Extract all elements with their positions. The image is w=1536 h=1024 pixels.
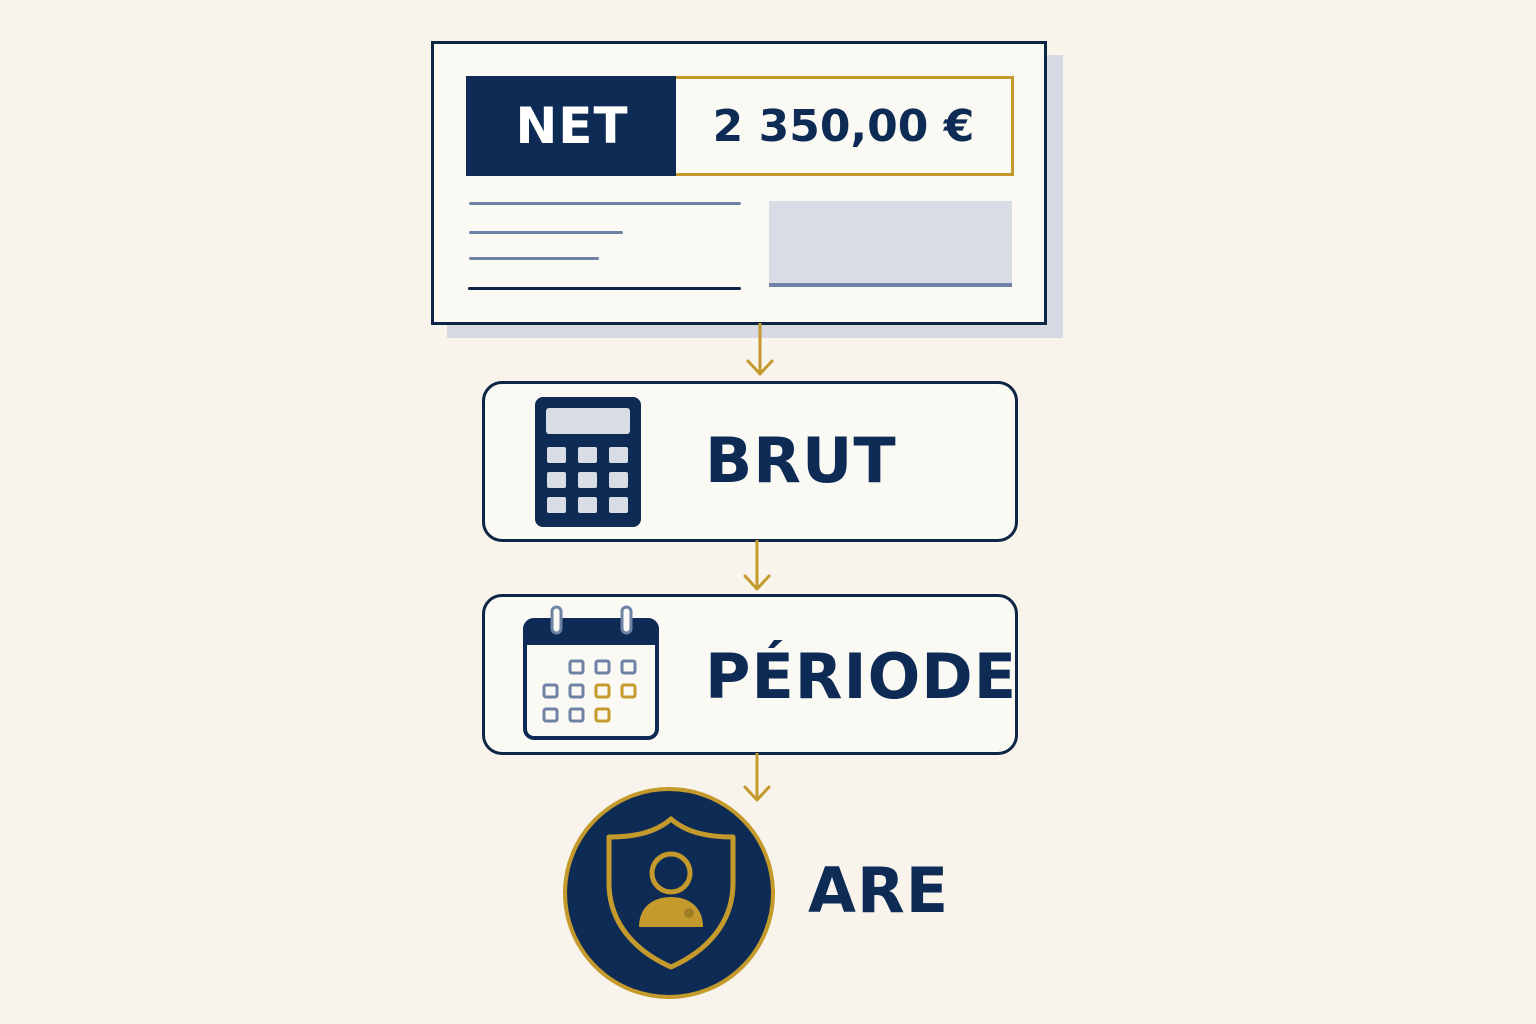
flow-arrow-2: [743, 540, 771, 591]
calculator-icon: [535, 397, 641, 527]
net-value: 2 350,00 €: [676, 76, 1014, 176]
flow-arrow-3: [743, 753, 771, 802]
payslip-text-line: [469, 257, 599, 260]
shield-user-icon: [606, 816, 736, 970]
step-are-label: ARE: [808, 854, 950, 927]
payslip-total-line: [468, 287, 741, 290]
flow-arrow-1: [746, 323, 774, 376]
payslip-amount-block: [769, 201, 1012, 287]
payslip-text-line: [469, 231, 623, 234]
payslip-text-line: [469, 202, 741, 205]
net-label: NET: [466, 76, 678, 176]
step-brut-label: BRUT: [705, 424, 897, 497]
calendar-icon: [523, 605, 659, 740]
step-periode-label: PÉRIODE: [705, 640, 1018, 713]
